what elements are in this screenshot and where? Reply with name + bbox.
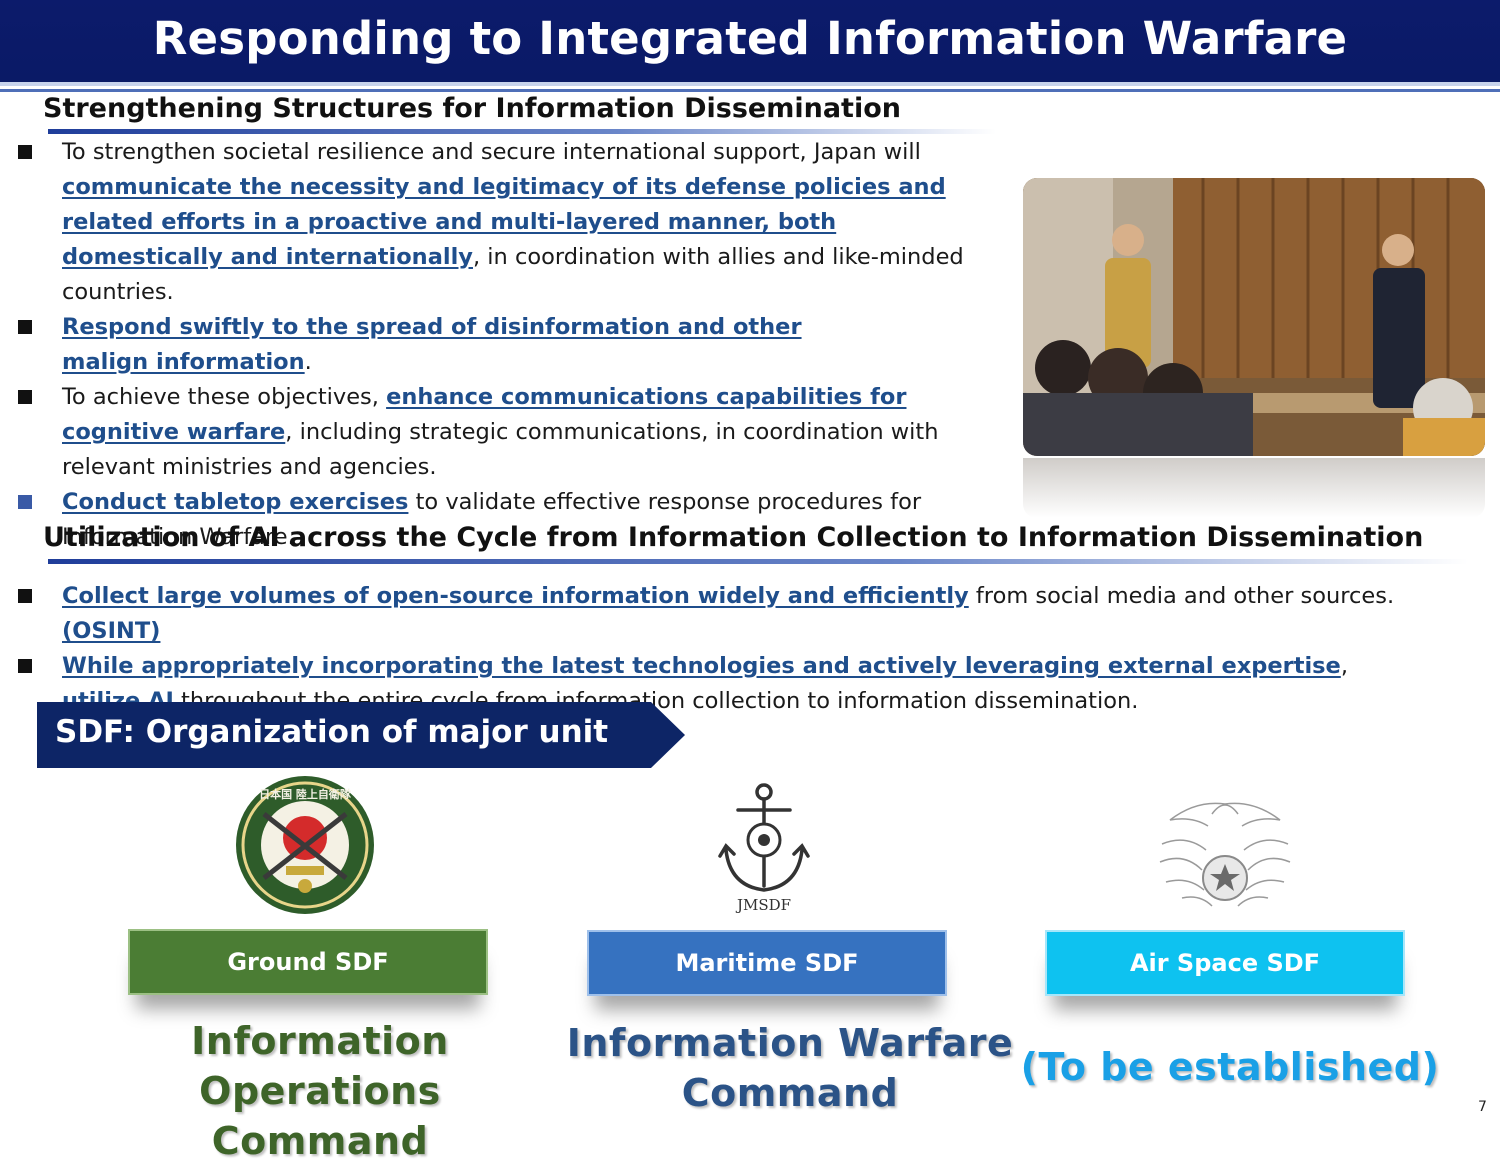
ground-sdf-label: Ground SDF [128, 929, 488, 995]
section-heading-dissemination: Strengthening Structures for Information… [43, 93, 901, 124]
bullet-item: Collect large volumes of open-source inf… [18, 579, 1492, 649]
bullet-emphasis: While appropriately incorporating the la… [62, 653, 1341, 679]
ground-command-name: Information Operations Command [90, 1016, 550, 1166]
ai-bullets: Collect large volumes of open-source inf… [18, 579, 1492, 719]
air-command-status: (To be established) [1020, 1045, 1440, 1089]
bullet-text: from social media and other sources. [968, 583, 1395, 609]
section-underline [48, 129, 996, 134]
sdf-banner-title: SDF: Organization of major unit [55, 714, 609, 750]
command-line: Command [681, 1071, 899, 1115]
maritime-command-name: Information Warfare Command [560, 1018, 1020, 1118]
ground-emblem-top-text: 日本国 陸上自衛隊 [259, 787, 352, 801]
bullet-emphasis: (OSINT) [62, 618, 161, 644]
dissemination-bullets: To strengthen societal resilience and se… [18, 135, 1002, 555]
briefing-photo [1023, 178, 1485, 456]
bullet-text: , [1340, 653, 1348, 679]
command-line: Operations Command [199, 1069, 441, 1163]
square-bullet-icon [18, 320, 32, 334]
bullet-text: , in coordination with allies and like-m… [62, 244, 964, 305]
square-bullet-icon [18, 145, 32, 159]
maritime-emblem-text: JMSDF [735, 896, 791, 914]
bullet-item: To strengthen societal resilience and se… [18, 135, 1002, 310]
bullet-emphasis: Collect large volumes of open-source inf… [62, 583, 969, 609]
command-line: Information Warfare [566, 1021, 1014, 1065]
bullet-emphasis: enhance communications capabilities for … [62, 384, 907, 445]
bullet-text: to validate effective response procedure… [62, 489, 922, 550]
command-line: Information [191, 1019, 449, 1063]
square-bullet-icon [18, 495, 32, 509]
air-space-sdf-label: Air Space SDF [1045, 930, 1405, 996]
briefing-photo-illustration [1023, 178, 1485, 456]
bullet-emphasis: communicate the necessity and legitimacy… [62, 174, 946, 270]
sdf-banner-arrow [37, 702, 685, 768]
bullet-text: , including strategic communications, in… [62, 419, 939, 480]
bullet-text: To strengthen societal resilience and se… [62, 139, 921, 165]
maritime-sdf-label: Maritime SDF [587, 930, 947, 996]
bullet-emphasis: Respond swiftly to the spread of disinfo… [62, 314, 802, 375]
square-bullet-icon [18, 390, 32, 404]
square-bullet-icon [18, 659, 32, 673]
bullet-item: Respond swiftly to the spread of disinfo… [18, 310, 882, 380]
ground-sdf-emblem-icon: 日本国 陸上自衛隊 [236, 776, 374, 914]
bullet-item: To achieve these objectives, enhance com… [18, 380, 972, 485]
bullet-item: Conduct tabletop exercises to validate e… [18, 485, 942, 555]
section-heading-ai-utilization: Utilization of AI across the Cycle from … [43, 522, 1424, 553]
bullet-emphasis: Conduct tabletop exercises [62, 489, 409, 515]
page-number: 7 [1478, 1099, 1487, 1115]
bullet-text: To achieve these objectives, [62, 384, 387, 410]
bullet-text: . [304, 349, 312, 375]
photo-reflection [1023, 458, 1485, 518]
section-underline [48, 559, 1468, 564]
page-title: Responding to Integrated Information War… [152, 12, 1348, 65]
maritime-sdf-anchor-icon: JMSDF [718, 783, 810, 914]
square-bullet-icon [18, 589, 32, 603]
title-bar [0, 0, 1500, 92]
air-sdf-emblem-icon [1159, 802, 1291, 907]
